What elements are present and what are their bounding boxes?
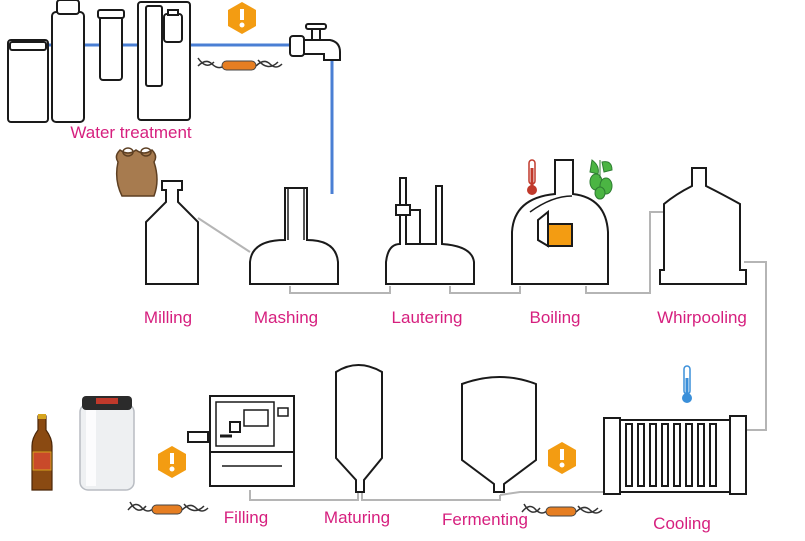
maturing-tank [335, 364, 383, 493]
label-water-treatment: Water treatment [70, 123, 192, 142]
boiling-vessel [511, 159, 609, 285]
keg-icon [79, 396, 135, 491]
filling-machine [187, 395, 295, 487]
warning-icon [228, 2, 256, 34]
label-whirpooling: Whirpooling [657, 308, 747, 327]
grain-bag-icon [115, 147, 158, 197]
thermometer-icon [527, 159, 537, 195]
label-mashing: Mashing [253, 308, 319, 327]
thermometer-blue-icon [682, 365, 692, 403]
lautering-vessel [385, 177, 475, 285]
sensor-probe-icon [521, 503, 603, 517]
label-cooling: Cooling [653, 514, 711, 533]
milling-vessel [145, 180, 199, 285]
label-boiling: Boiling [529, 308, 581, 327]
cooling-heat-exchanger [603, 415, 747, 495]
mashing-vessel [249, 187, 339, 285]
label-lautering: Lautering [391, 308, 463, 327]
warning-icon [158, 446, 186, 478]
sensor-probe-icon [197, 57, 283, 71]
hops-icon [589, 159, 613, 200]
process-connectors [188, 211, 767, 501]
fermenting-tank [461, 376, 537, 493]
label-fermenting: Fermenting [442, 510, 528, 529]
faucet-icon [289, 23, 341, 61]
beer-bottle-icon [31, 414, 53, 491]
label-milling: Milling [143, 308, 193, 327]
label-filling: Filling [223, 508, 269, 527]
warning-icon [548, 442, 576, 474]
whirlpool-vessel [659, 167, 747, 285]
label-maturing: Maturing [323, 508, 391, 527]
water-treatment-equipment [7, 0, 191, 123]
sensor-probe-icon [127, 501, 209, 515]
